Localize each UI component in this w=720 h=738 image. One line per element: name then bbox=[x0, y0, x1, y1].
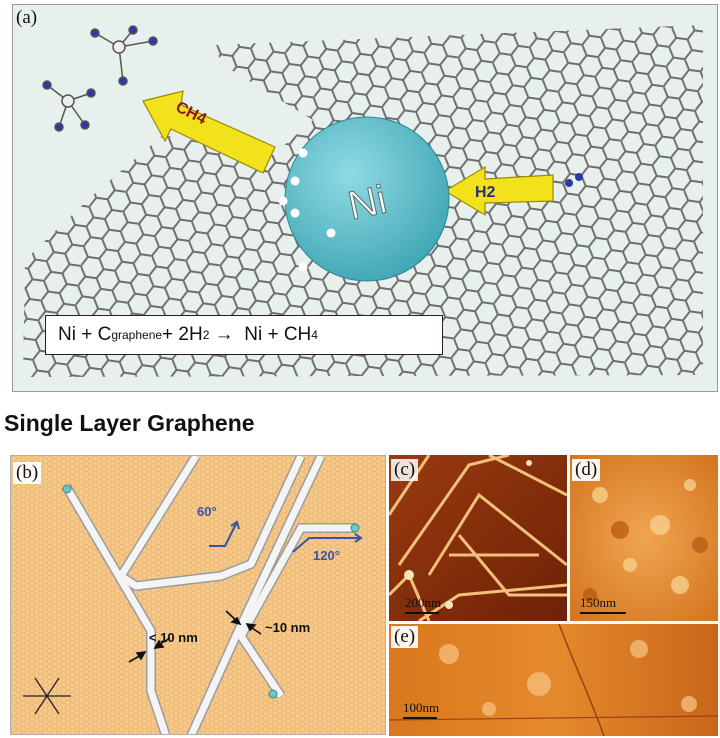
lattice-orientation-mark bbox=[23, 677, 71, 715]
panel-e: (e) 100nm bbox=[389, 624, 718, 736]
width-label-1: < 10 nm bbox=[149, 630, 198, 645]
afm-image-c bbox=[389, 455, 567, 621]
ch4-molecule-2 bbox=[90, 25, 158, 86]
section-heading: Single Layer Graphene bbox=[4, 410, 255, 436]
panel-c: (c) 200nm bbox=[389, 455, 567, 621]
ch4-molecule bbox=[42, 80, 96, 132]
afm-image-d bbox=[570, 455, 718, 621]
scale-bar-c: 200nm bbox=[405, 595, 441, 614]
width-arrows bbox=[128, 610, 262, 663]
h2-molecule bbox=[565, 173, 583, 187]
angle-60-label: 60° bbox=[197, 504, 217, 519]
angle-marks bbox=[209, 520, 363, 553]
panel-c-label: (c) bbox=[391, 459, 419, 481]
width-label-2: ~10 nm bbox=[265, 620, 310, 635]
panel-d: (d) 150nm bbox=[570, 455, 718, 621]
panel-e-label: (e) bbox=[391, 626, 419, 648]
angle-120-label: 120° bbox=[313, 548, 340, 563]
h2-label: H2 bbox=[475, 184, 496, 201]
panel-b: 60° 120° < 10 nm ~10 nm (b) bbox=[10, 455, 386, 735]
scale-bar-d: 150nm bbox=[580, 595, 626, 614]
afm-image-e bbox=[389, 624, 718, 736]
panel-b-label: (b) bbox=[13, 462, 42, 484]
h2-arrow: H2 bbox=[443, 165, 554, 217]
scale-bar-e: 100nm bbox=[403, 700, 439, 719]
panel-a-label: (a) bbox=[16, 7, 38, 28]
panel-a-illustration: CH4 H2 Ni bbox=[23, 25, 703, 377]
panel-d-label: (d) bbox=[572, 459, 601, 481]
panel-b-illustration: 60° 120° < 10 nm ~10 nm bbox=[11, 456, 385, 734]
ni-particle: Ni bbox=[278, 116, 450, 282]
